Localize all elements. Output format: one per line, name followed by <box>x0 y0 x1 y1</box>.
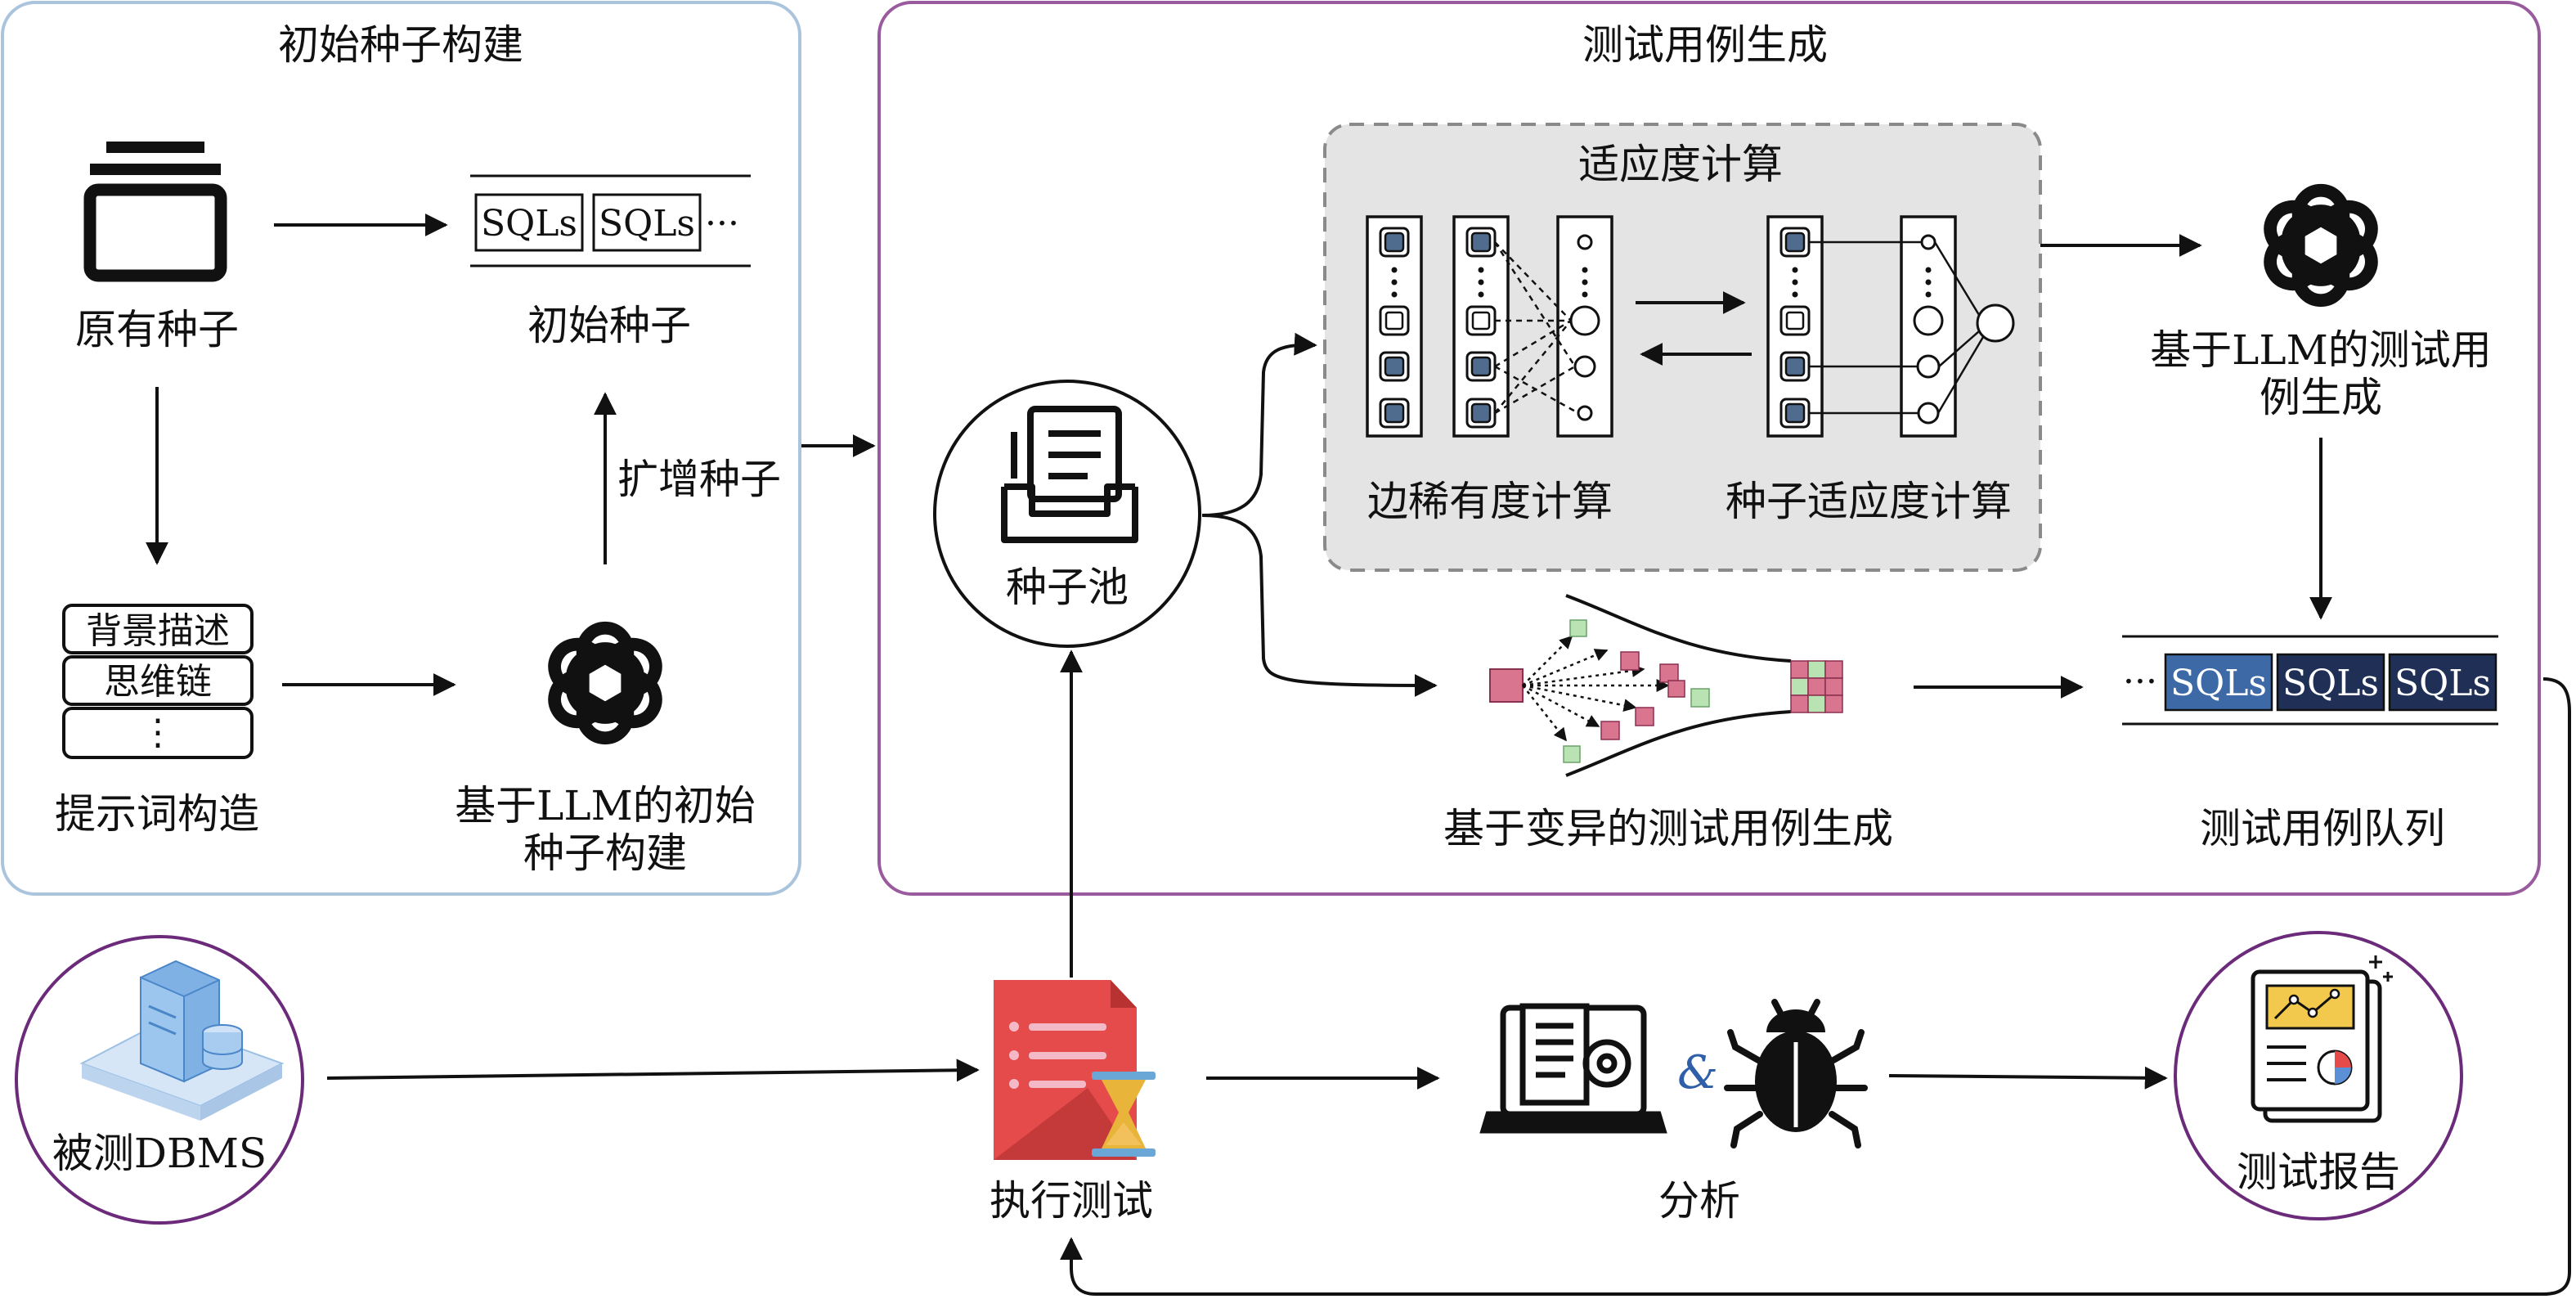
sql-chip-ellipsis: ··· <box>705 203 739 245</box>
llm-init-seed-label-2: 种子构建 <box>523 829 687 877</box>
laptop-gear-icon <box>1479 1003 1667 1134</box>
original-seed-label: 原有种子 <box>75 306 239 353</box>
test-report-label: 测试报告 <box>2237 1148 2400 1196</box>
testcase-queue-label: 测试用例队列 <box>2200 805 2445 852</box>
prompt-item-background: 背景描述 <box>86 610 230 652</box>
panel-initial-seed-construction <box>1 1 801 896</box>
prompt-item-more: ⋮ <box>140 712 176 753</box>
augment-seed-label: 扩增种子 <box>617 456 781 503</box>
llm-init-seed-label-1: 基于LLM的初始 <box>455 782 756 829</box>
arrow-pool-to-fitness <box>1201 332 1317 517</box>
llm-testcase-label-1: 基于LLM的测试用 <box>2150 326 2492 374</box>
arrow-dbms-to-execute <box>326 1059 980 1082</box>
mutation-testcase-label: 基于变异的测试用例生成 <box>1443 805 1893 852</box>
panel-initial-seed-title: 初始种子构建 <box>278 21 523 69</box>
panel-testcase-generation <box>877 1 2541 896</box>
queue-chip-label: SQLs <box>2282 663 2379 704</box>
server-database-icon <box>79 960 285 1121</box>
prompt-construct-label: 提示词构造 <box>55 790 259 838</box>
document-inbox-icon <box>1001 406 1138 543</box>
openai-knot-icon <box>546 628 664 738</box>
sql-chip-label: SQLs <box>481 203 577 245</box>
prompt-item-chain-of-thought: 思维链 <box>104 661 212 703</box>
panel-testcase-generation-title: 测试用例生成 <box>1582 21 1828 69</box>
arrow-pool-to-mutation <box>1201 514 1438 697</box>
sparsity-calc-label: 边稀有度计算 <box>1367 478 1613 525</box>
bug-icon <box>1724 999 1868 1148</box>
prompt-stack <box>62 604 254 759</box>
initial-seed-label: 初始种子 <box>527 302 691 349</box>
mutation-funnel <box>1489 594 1843 777</box>
seed-pool-label: 种子池 <box>1006 564 1129 611</box>
report-chart-icon <box>2251 955 2393 1123</box>
testcase-queue <box>2122 635 2498 726</box>
arrow-analysis-to-report <box>1888 1066 2168 1090</box>
arrow-queue-feedback-to-execute <box>1060 677 2571 1296</box>
sql-chip-label: SQLs <box>599 203 695 245</box>
initial-seed-sql-chips <box>470 174 751 267</box>
queue-ellipsis: ··· <box>2123 661 2157 703</box>
llm-testcase-label-2: 例生成 <box>2260 374 2382 421</box>
document-hourglass-icon <box>994 980 1156 1160</box>
queue-chip-label: SQLs <box>2394 663 2491 704</box>
panel-fitness-title: 适应度计算 <box>1578 141 1783 188</box>
openai-knot-icon <box>2262 191 2380 300</box>
seed-fitness-network <box>1766 215 2015 438</box>
dbms-label: 被测DBMS <box>52 1130 267 1177</box>
sparsity-network <box>1366 215 1613 438</box>
analysis-label: 分析 <box>1658 1177 1740 1225</box>
stacked-tray-icon <box>83 142 227 282</box>
analysis-ampersand: & <box>1677 1046 1718 1099</box>
seed-fitness-calc-label: 种子适应度计算 <box>1726 478 2012 525</box>
execute-test-label: 执行测试 <box>990 1177 1153 1225</box>
queue-chip-label: SQLs <box>2170 663 2267 704</box>
